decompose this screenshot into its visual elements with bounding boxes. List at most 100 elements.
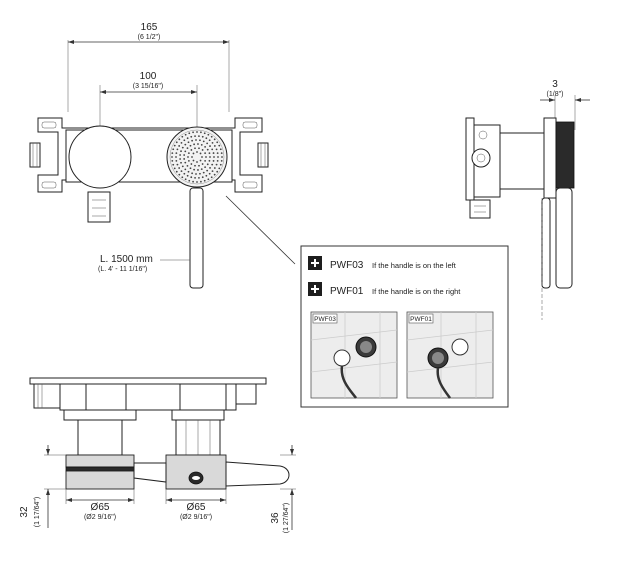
- perforation-dot: [213, 173, 216, 176]
- shower-perforations: [171, 131, 223, 183]
- perforation-dot: [175, 141, 178, 144]
- perforation-dot: [187, 141, 190, 144]
- perforation-dot: [175, 170, 178, 173]
- perforation-dot: [178, 167, 181, 169]
- perforation-dot: [198, 164, 200, 167]
- perforation-dot: [179, 158, 182, 160]
- perforation-dot: [218, 144, 221, 147]
- perforation-dot: [171, 160, 174, 162]
- dim-hose-length: L. 1500 mm: [100, 254, 153, 265]
- perforation-dot: [178, 173, 181, 176]
- perforation-dot: [201, 135, 204, 138]
- perforation-dot: [220, 160, 223, 162]
- dim-right-diameter: Ø65: [187, 502, 206, 513]
- dim-center-distance: 100: [140, 71, 157, 82]
- dim-left-diameter-inch: (Ø2 9/16"): [84, 514, 116, 521]
- dim-left-height-inch: (1 17/64"): [34, 497, 41, 528]
- perforation-dot: [200, 144, 203, 146]
- dim-side-depth-inch: (1/8"): [547, 91, 564, 98]
- legend-code-2: PWF01: [330, 286, 364, 297]
- perforation-dot: [180, 161, 182, 164]
- thumbnail-left-handle: PWF03: [310, 311, 398, 399]
- dim-overall-width: 165: [141, 22, 158, 33]
- perforation-dot: [180, 170, 183, 173]
- perforation-dot: [192, 180, 194, 183]
- perforation-dot: [192, 131, 194, 134]
- perforation-dot: [194, 135, 196, 137]
- perforation-dot: [201, 149, 204, 151]
- perforation-dot: [175, 159, 178, 162]
- perforation-dot: [180, 150, 182, 153]
- perforation-dot: [186, 164, 189, 167]
- perforation-dot: [215, 163, 218, 166]
- perforation-dot: [216, 152, 219, 155]
- thumb-tag-2: PWF01: [410, 316, 432, 323]
- perforation-dot: [215, 148, 218, 151]
- perforation-dot: [187, 170, 190, 173]
- perforation-dot: [204, 160, 207, 162]
- perforation-dot: [213, 167, 216, 169]
- mixer-cap-circle: [68, 125, 132, 189]
- perforation-dot: [184, 133, 187, 136]
- perforation-dot: [197, 169, 199, 171]
- perforation-dot: [191, 172, 194, 175]
- perforation-dot: [191, 156, 193, 158]
- perforation-dot: [194, 147, 196, 150]
- perforation-dot: [211, 148, 214, 151]
- perforation-dot: [196, 151, 198, 153]
- perforation-dot: [216, 170, 219, 173]
- legend-code-1: PWF03: [330, 260, 364, 271]
- perforation-dot: [202, 140, 205, 143]
- variant-legend: PWF03 If the handle is on the left PWF01…: [300, 245, 509, 408]
- perforation-dot: [179, 154, 182, 156]
- perforation-dot: [189, 167, 192, 170]
- perforation-dot: [193, 143, 196, 146]
- perforation-dot: [178, 145, 181, 147]
- perforation-dot: [212, 160, 215, 162]
- perforation-dot: [207, 133, 210, 136]
- perforation-dot: [171, 152, 174, 154]
- perforation-dot: [184, 143, 187, 146]
- perforation-dot: [188, 132, 191, 135]
- perforation-dot: [187, 152, 190, 155]
- perforation-dot: [196, 161, 198, 163]
- perforation-dot: [200, 180, 202, 183]
- perforation-dot: [194, 164, 196, 167]
- perforation-dot: [195, 139, 197, 141]
- perforation-dot: [209, 167, 211, 169]
- perforation-dot: [201, 156, 203, 158]
- perforation-dot: [210, 176, 213, 179]
- perforation-dot: [213, 156, 215, 158]
- perforation-dot: [199, 139, 201, 142]
- perforation-dot: [219, 148, 222, 151]
- perforation-dot: [172, 163, 175, 166]
- perforation-dot: [205, 156, 207, 158]
- perforation-dot: [193, 168, 196, 171]
- perforation-dot: [181, 176, 184, 179]
- legend-note-2: If the handle is on the right: [372, 287, 461, 296]
- perforation-dot: [213, 138, 216, 141]
- perforation-dot: [187, 160, 190, 162]
- perforation-dot: [221, 156, 223, 158]
- dim-right-height-inch: (1 27/64"): [283, 503, 290, 534]
- perforation-dot: [190, 176, 193, 179]
- perforation-dot: [203, 132, 206, 135]
- perforation-dot: [210, 135, 213, 138]
- perforation-dot: [183, 139, 186, 142]
- perforation-dot: [200, 131, 202, 134]
- perforation-dot: [173, 167, 176, 170]
- perforation-dot: [204, 166, 207, 169]
- perforation-dot: [198, 177, 200, 179]
- perforation-dot: [220, 152, 223, 154]
- perforation-dot: [192, 159, 195, 162]
- perforation-dot: [211, 163, 214, 166]
- perforation-dot: [183, 154, 186, 156]
- thumb-tag-1: PWF03: [314, 316, 336, 323]
- perforation-dot: [204, 152, 207, 155]
- perforation-dot: [212, 152, 215, 154]
- perforation-dot: [217, 156, 219, 158]
- perforation-dot: [209, 156, 211, 158]
- perforation-dot: [175, 156, 177, 158]
- perforation-dot: [208, 159, 211, 162]
- perforation-dot: [180, 141, 183, 144]
